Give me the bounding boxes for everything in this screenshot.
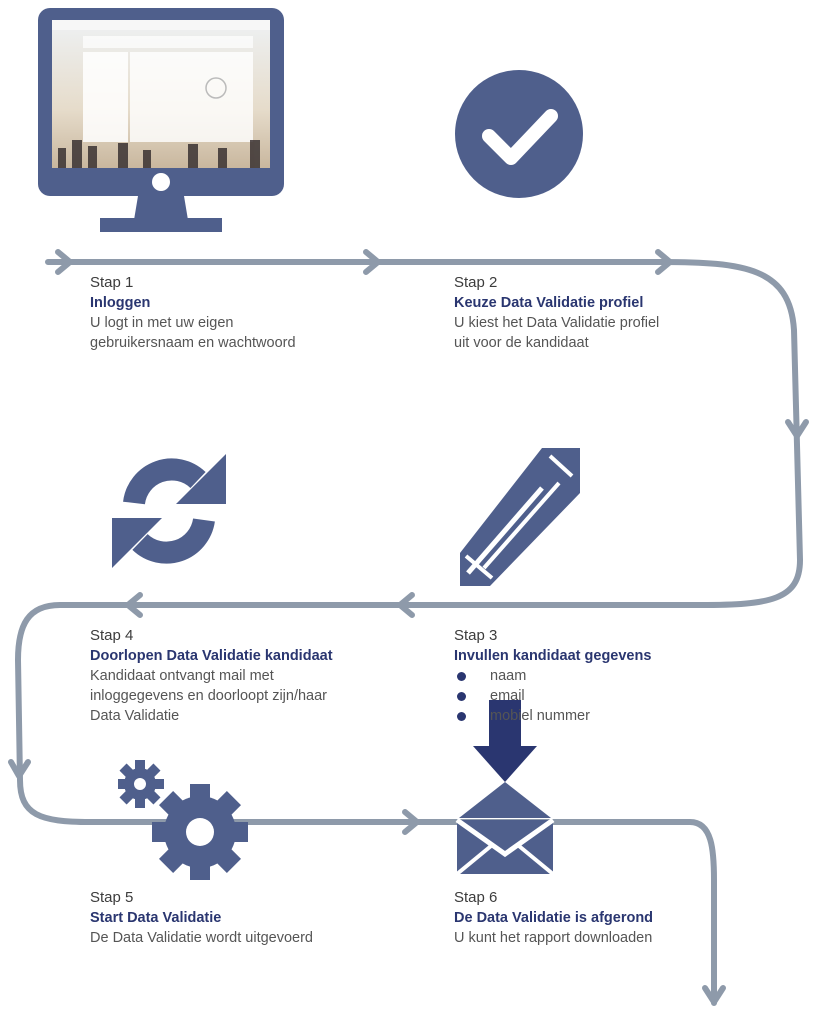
step-description-line: gebruikersnaam en wachtwoord	[90, 335, 296, 351]
step-description-line: U kiest het Data Validatie profiel	[454, 315, 660, 331]
arrow-left-1	[397, 592, 415, 618]
step-title: Inloggen	[90, 295, 151, 311]
step-description-line: inloggegevens en doorloopt zijn/haar	[90, 688, 328, 704]
step-title: De Data Validatie is afgerond	[454, 910, 654, 926]
step-number: Stap 6	[454, 889, 498, 906]
step-4: Stap 4 Doorlopen Data Validatie kandidaa…	[90, 626, 333, 726]
step-6: Stap 6 De Data Validatie is afgerond U k…	[454, 888, 653, 948]
mail-download-icon	[455, 700, 555, 876]
step-title: Start Data Validatie	[90, 910, 222, 926]
step-description-line: U kunt het rapport downloaden	[454, 930, 653, 946]
step-2: Stap 2 Keuze Data Validatie profiel U ki…	[454, 273, 659, 353]
arrow-right-3	[655, 249, 673, 275]
bullet-item: naam	[454, 666, 651, 686]
step-number: Stap 1	[90, 274, 134, 291]
step-number: Stap 3	[454, 627, 498, 644]
step-number: Stap 2	[454, 274, 498, 291]
step-1: Stap 1 Inloggen U logt in met uw eigen g…	[90, 273, 296, 353]
step-5: Stap 5 Start Data Validatie De Data Vali…	[90, 888, 313, 948]
arrow-right-1	[55, 249, 73, 275]
arrow-down-3	[702, 985, 726, 1005]
step-description-line: Data Validatie	[90, 708, 180, 724]
refresh-icon	[112, 454, 226, 568]
arrow-left-2	[125, 592, 143, 618]
arrow-down-2	[8, 759, 31, 779]
bullet-item: mobiel nummer	[454, 706, 651, 726]
step-title: Keuze Data Validatie profiel	[454, 295, 644, 311]
arrow-right-2	[363, 249, 381, 275]
step-number: Stap 4	[90, 627, 134, 644]
step-description-line: U logt in met uw eigen	[90, 315, 234, 331]
step-number: Stap 5	[90, 889, 134, 906]
step-bullet-list: naam email mobiel nummer	[454, 666, 651, 726]
step-title: Invullen kandidaat gegevens	[454, 648, 652, 664]
pencil-icon	[460, 448, 580, 586]
step-description-line: De Data Validatie wordt uitgevoerd	[90, 930, 313, 946]
step-description-line: Kandidaat ontvangt mail met	[90, 668, 274, 684]
step-3: Stap 3 Invullen kandidaat gegevens naam …	[454, 626, 651, 726]
step-description-line: uit voor de kandidaat	[454, 335, 589, 351]
monitor-icon	[38, 8, 284, 232]
bullet-item: email	[454, 686, 651, 706]
gears-icon	[118, 760, 248, 880]
arrow-right-5	[402, 809, 420, 835]
arrow-down-1	[785, 419, 809, 439]
step-title: Doorlopen Data Validatie kandidaat	[90, 648, 333, 664]
checkmark-icon	[455, 70, 583, 198]
